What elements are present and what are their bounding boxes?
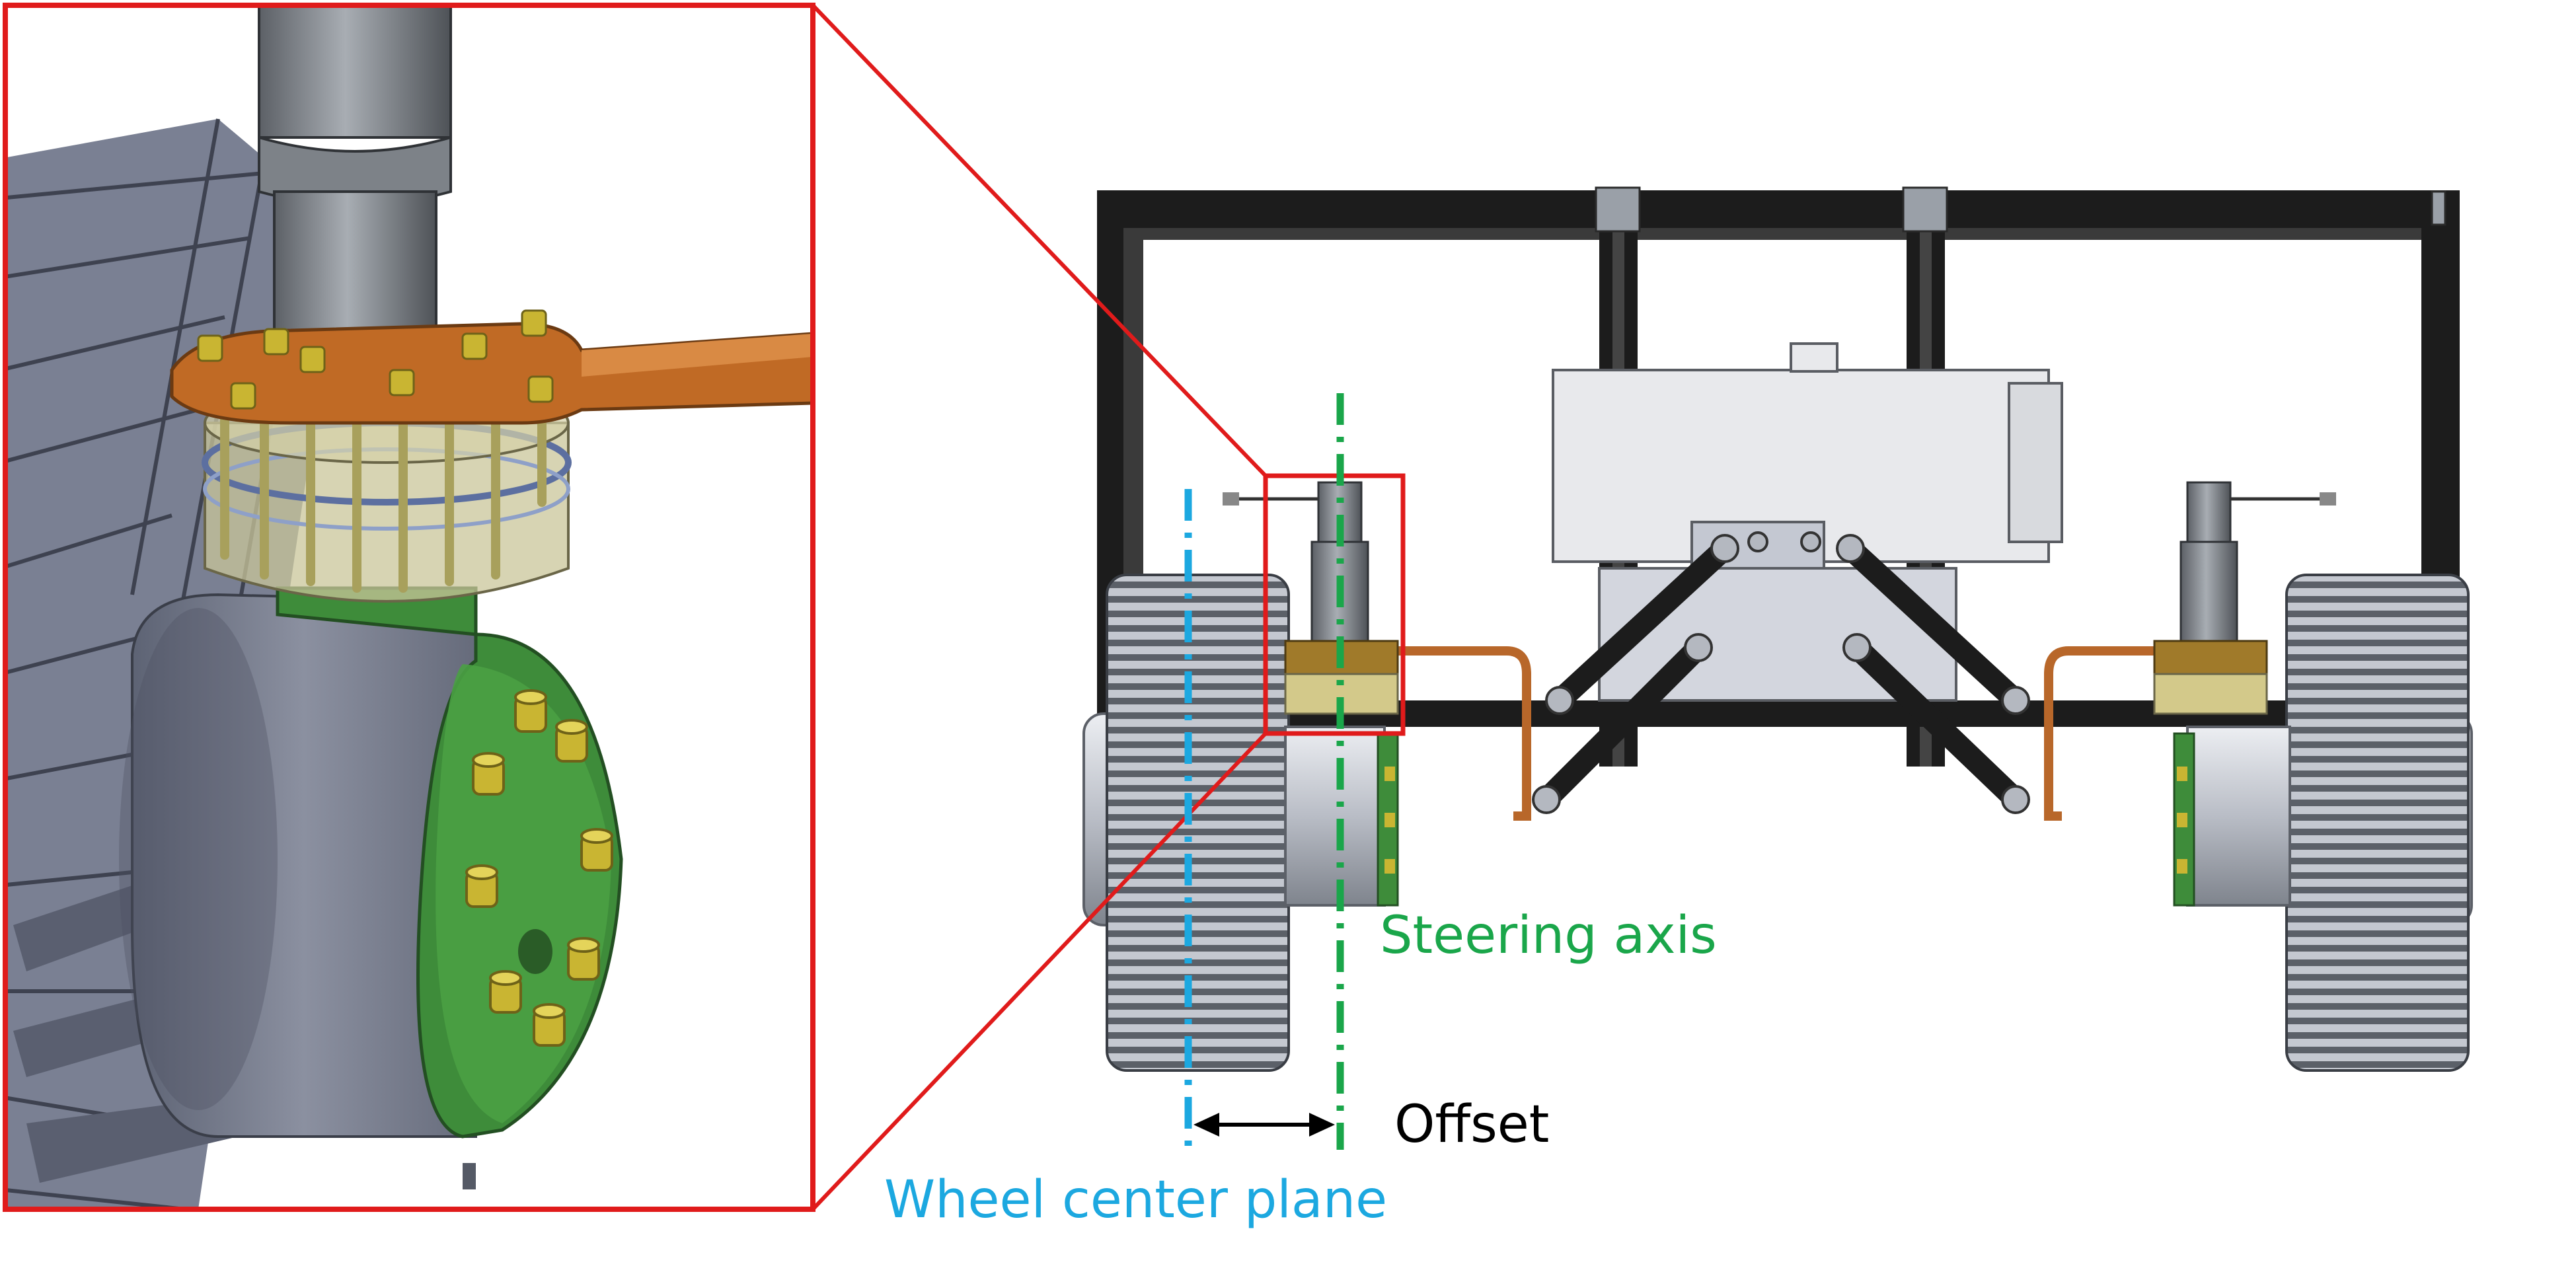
frame-connectors xyxy=(1595,186,2446,233)
strut-joints xyxy=(1532,531,2030,814)
rover-front-view xyxy=(811,3,2473,1211)
wheel-center-plane-label: Wheel center plane xyxy=(884,1170,1387,1230)
zoom-hub-bolts xyxy=(465,689,613,1047)
zoom-detail-view xyxy=(5,5,813,1209)
suspension-struts xyxy=(1535,537,2027,811)
steering-axis-label: Steering axis xyxy=(1380,906,1717,965)
zoom-hub-shadow xyxy=(463,1163,476,1189)
offset-dimension-arrow xyxy=(1193,1113,1335,1137)
zoom-hub-drum xyxy=(119,593,477,1138)
copper-steering-arms xyxy=(1394,646,2187,821)
zoom-copper-flange xyxy=(170,322,813,425)
offset-label: Offset xyxy=(1394,1095,1549,1154)
zoom-detail-frame xyxy=(3,3,815,1212)
right-wheel-assembly xyxy=(2173,574,2473,1072)
zoom-flange-bolts xyxy=(197,309,554,410)
detail-highlight-box xyxy=(1263,473,1406,736)
right-steering-column xyxy=(2153,481,2336,715)
left-wheel-assembly xyxy=(1082,574,1399,1072)
left-steering-column xyxy=(1223,481,1399,715)
